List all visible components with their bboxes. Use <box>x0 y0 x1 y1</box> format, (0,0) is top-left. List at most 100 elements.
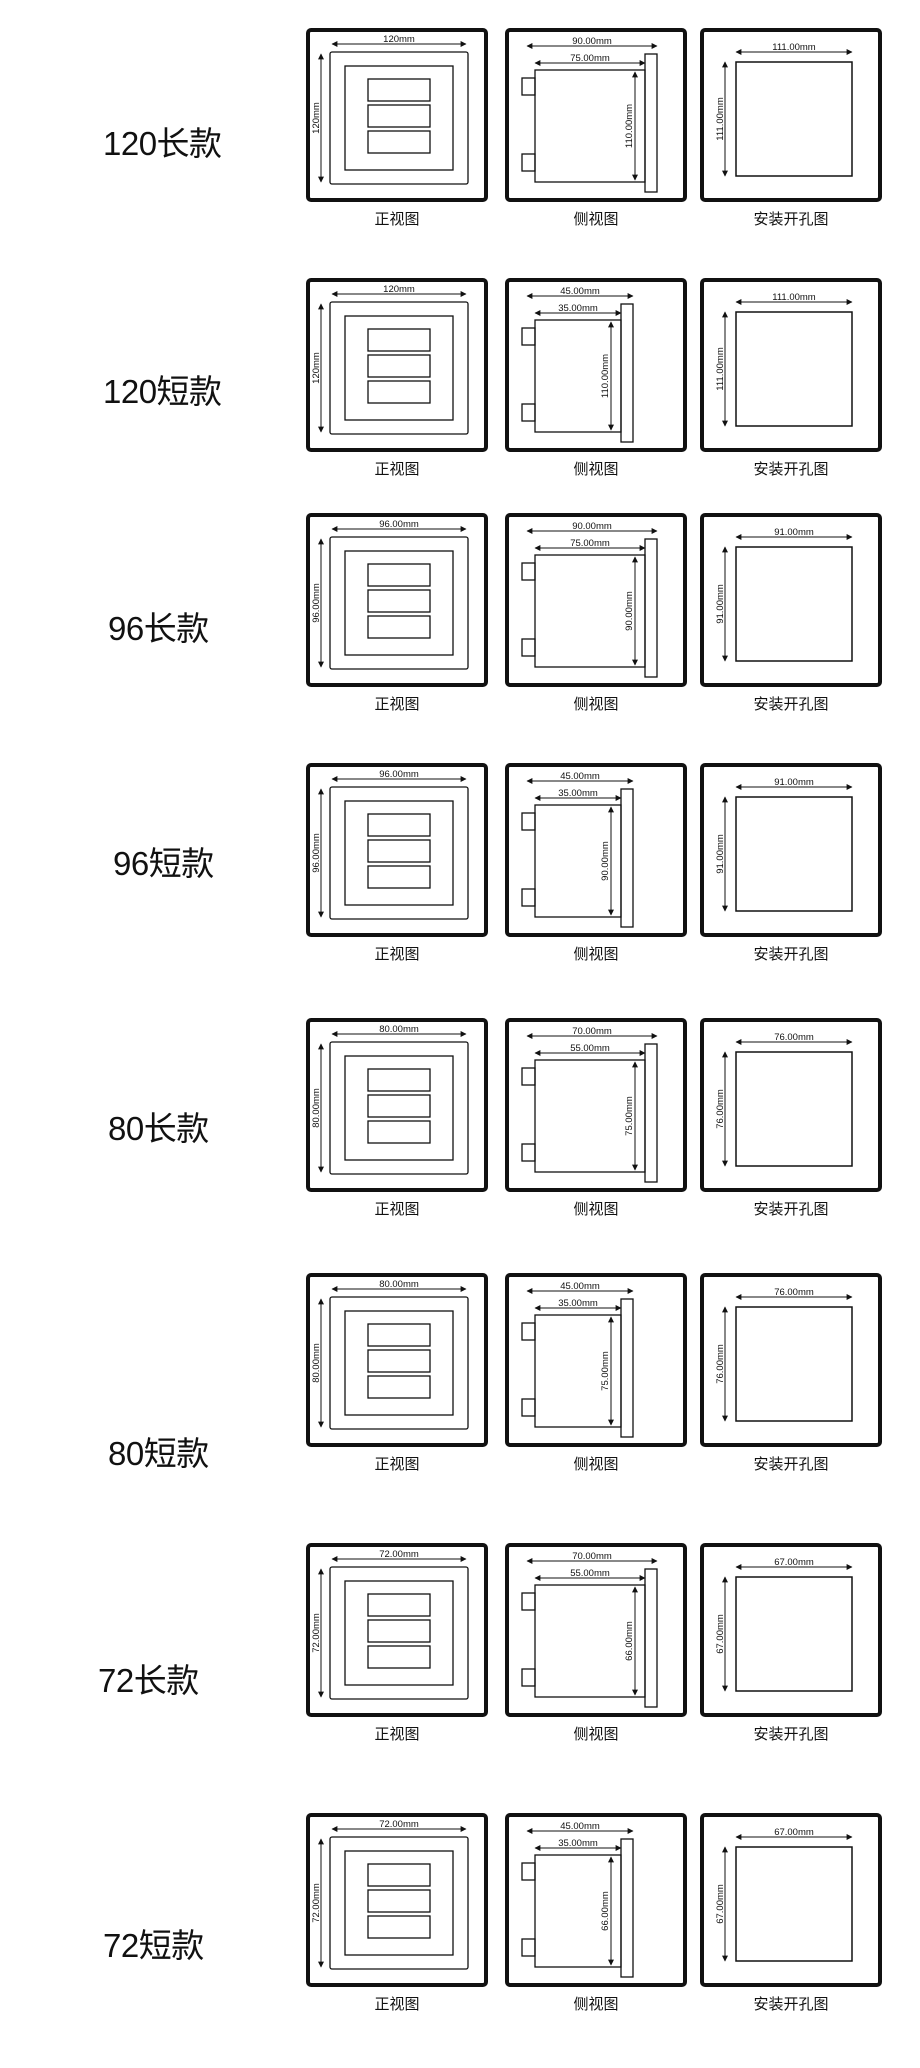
terminal-block <box>521 1668 536 1687</box>
side-bezel <box>620 303 634 443</box>
cutout-width-label: 67.00mm <box>774 1557 814 1568</box>
front-bezel <box>329 1041 469 1175</box>
terminal-block <box>521 1398 536 1417</box>
front-view-caption: 正视图 <box>374 461 420 478</box>
side-bezel <box>644 538 658 678</box>
display-window <box>367 589 431 613</box>
cutout-view-caption: 安装开孔图 <box>753 1726 829 1743</box>
display-window <box>367 813 431 837</box>
front-bezel <box>329 536 469 670</box>
front-width-label: 120mm <box>383 34 415 45</box>
side-view-caption: 侧视图 <box>573 1456 619 1473</box>
cutout-width-label: 91.00mm <box>774 777 814 788</box>
front-height-label: 72.00mm <box>311 1613 322 1653</box>
side-bezel <box>620 788 634 928</box>
display-window <box>367 1645 431 1669</box>
side-view-caption: 侧视图 <box>573 1201 619 1218</box>
side-bezel <box>644 1568 658 1708</box>
cutout-height-label: 76.00mm <box>715 1344 726 1384</box>
display-window <box>367 1593 431 1617</box>
side-depth-label: 90.00mm <box>572 36 612 47</box>
cutout-view-caption: 安装开孔图 <box>753 211 829 228</box>
side-depth-label: 70.00mm <box>572 1551 612 1562</box>
side-depth-label: 45.00mm <box>560 286 600 297</box>
side-body-depth-label: 35.00mm <box>558 1298 598 1309</box>
terminal-block <box>521 1322 536 1341</box>
front-view-caption: 正视图 <box>374 946 420 963</box>
model-label: 72短款 <box>103 1927 204 1964</box>
model-label: 80短款 <box>108 1435 209 1472</box>
cutout-hole <box>735 1051 853 1167</box>
front-height-label: 72.00mm <box>311 1883 322 1923</box>
side-view-caption: 侧视图 <box>573 1996 619 2013</box>
front-face <box>344 65 454 171</box>
side-body-depth-label: 35.00mm <box>558 1838 598 1849</box>
front-height-label: 96.00mm <box>311 833 322 873</box>
display-window <box>367 1915 431 1939</box>
display-window <box>367 563 431 587</box>
cutout-view-panel: 67.00mm 67.00mm <box>700 1543 882 1717</box>
front-width-label: 120mm <box>383 284 415 295</box>
terminal-block <box>521 562 536 581</box>
cutout-hole <box>735 796 853 912</box>
front-view-panel: 72.00mm 72.00mm <box>306 1813 488 1987</box>
front-face <box>344 800 454 906</box>
terminal-block <box>521 1862 536 1881</box>
side-body-depth-label: 75.00mm <box>570 53 610 64</box>
display-window <box>367 1349 431 1373</box>
display-window <box>367 1068 431 1092</box>
display-window <box>367 354 431 378</box>
display-window <box>367 380 431 404</box>
cutout-view-panel: 76.00mm 76.00mm <box>700 1273 882 1447</box>
side-view-caption: 侧视图 <box>573 696 619 713</box>
model-label: 72长款 <box>98 1662 199 1699</box>
side-view-caption: 侧视图 <box>573 946 619 963</box>
cutout-view-caption: 安装开孔图 <box>753 1201 829 1218</box>
front-bezel <box>329 1296 469 1430</box>
cutout-hole <box>735 546 853 662</box>
front-view-caption: 正视图 <box>374 1996 420 2013</box>
side-height-label: 90.00mm <box>600 841 611 881</box>
side-height-label: 110.00mm <box>600 354 611 398</box>
front-bezel <box>329 1566 469 1700</box>
terminal-block <box>521 638 536 657</box>
cutout-width-label: 76.00mm <box>774 1032 814 1043</box>
side-bezel <box>620 1298 634 1438</box>
side-body-depth-label: 35.00mm <box>558 788 598 799</box>
cutout-height-label: 67.00mm <box>715 1614 726 1654</box>
front-width-label: 72.00mm <box>379 1819 419 1830</box>
cutout-view-caption: 安装开孔图 <box>753 1996 829 2013</box>
cutout-view-panel: 76.00mm 76.00mm <box>700 1018 882 1192</box>
front-width-label: 80.00mm <box>379 1024 419 1035</box>
side-body-depth-label: 75.00mm <box>570 538 610 549</box>
side-bezel <box>620 1838 634 1978</box>
front-view-caption: 正视图 <box>374 1456 420 1473</box>
terminal-block <box>521 1143 536 1162</box>
side-body-depth-label: 35.00mm <box>558 303 598 314</box>
side-view-caption: 侧视图 <box>573 1726 619 1743</box>
side-bezel <box>644 1043 658 1183</box>
cutout-height-label: 76.00mm <box>715 1089 726 1129</box>
cutout-height-label: 111.00mm <box>715 97 726 141</box>
terminal-block <box>521 77 536 96</box>
side-body-depth-label: 55.00mm <box>570 1043 610 1054</box>
cutout-width-label: 111.00mm <box>772 42 816 53</box>
front-view-caption: 正视图 <box>374 1201 420 1218</box>
terminal-block <box>521 812 536 831</box>
front-height-label: 80.00mm <box>311 1088 322 1128</box>
display-window <box>367 78 431 102</box>
cutout-width-label: 76.00mm <box>774 1287 814 1298</box>
cutout-width-label: 91.00mm <box>774 527 814 538</box>
side-view-caption: 侧视图 <box>573 211 619 228</box>
